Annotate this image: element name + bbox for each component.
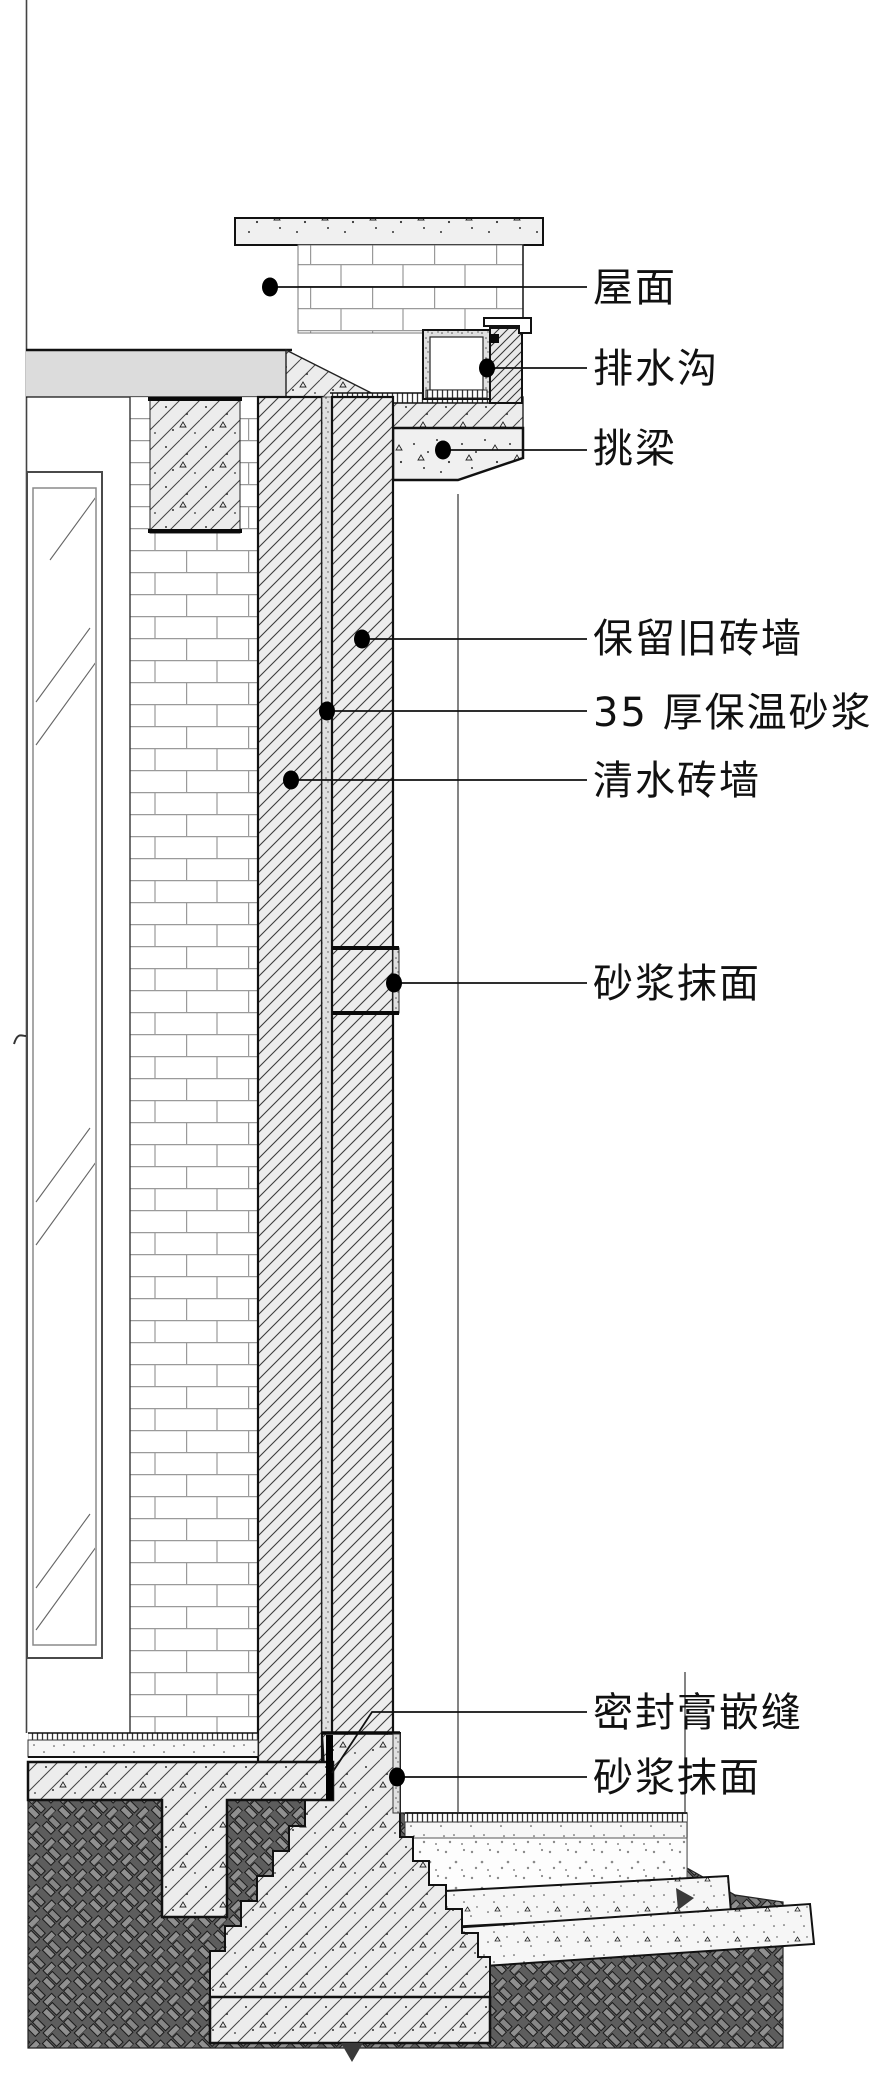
label-sealant-joint: 密封膏嵌缝 — [593, 1690, 803, 1736]
gutter-bottom-screed — [425, 389, 488, 399]
cantilever-beam-shape — [391, 426, 525, 482]
dot-fair-faced-brick-wall — [283, 770, 299, 790]
footing-pad — [208, 1995, 492, 2045]
exterior-bedding-layer — [404, 1821, 688, 1839]
inner-brick-pier — [130, 397, 258, 1733]
fair-faced-brick-wall-layer — [256, 395, 324, 1764]
roof-deck-slab-band — [234, 217, 544, 246]
dot-mortar-plaster-upper — [386, 973, 402, 993]
dot-old-brick-wall — [354, 629, 370, 649]
dot-mortar-plaster-lower — [389, 1767, 405, 1787]
gutter-cap-flashing — [483, 317, 532, 334]
insulation-mortar-layer — [321, 396, 333, 1736]
label-mortar-plaster-lower: 砂浆抹面 — [593, 1755, 761, 1801]
exterior-surface-strip — [405, 1813, 687, 1822]
dot-roof — [262, 277, 278, 297]
window-inner-frame — [32, 487, 97, 1646]
gutter-anchor-block — [489, 334, 499, 343]
gutter-channel — [429, 336, 484, 391]
dot-gutter — [479, 358, 495, 378]
gutter-outer-wall — [489, 327, 523, 404]
exterior-ground-layers — [404, 1812, 816, 1970]
label-preserved-old-brick-wall: 保留旧砖墙 — [593, 616, 803, 662]
label-insulation-mortar: 35 厚保温砂浆 — [593, 690, 873, 736]
window — [26, 471, 103, 1659]
ground-break-mark — [676, 1888, 694, 1910]
label-gutter: 排水沟 — [593, 346, 719, 392]
label-fair-faced-brick-wall: 清水砖墙 — [593, 758, 761, 804]
dot-cantilever-beam — [435, 440, 451, 460]
ceiling-slab-band — [26, 348, 292, 398]
wall-section-layers — [129, 395, 400, 1764]
gutter-assembly — [422, 317, 532, 404]
leader-dots — [262, 277, 495, 1787]
label-roof: 屋面 — [593, 265, 677, 311]
label-cantilever-beam: 挑梁 — [593, 426, 677, 472]
window-glass-marks — [35, 497, 95, 1631]
old-brick-wall-layer — [330, 395, 395, 1735]
embedded-beam-block — [148, 397, 242, 534]
footing-break-mark — [341, 2043, 363, 2062]
leader-sealant-joint — [331, 1711, 587, 1774]
foundation-zone — [26, 1731, 816, 2062]
leader-lines — [270, 286, 587, 1778]
interior-floor-finish — [27, 1732, 259, 1758]
dot-insulation-mortar — [319, 701, 335, 721]
sealant-joint-bar — [326, 1735, 333, 1800]
label-mortar-plaster-upper: 砂浆抹面 — [593, 961, 761, 1007]
annotation-labels: 屋面 排水沟 挑梁 保留旧砖墙 35 厚保温砂浆 清水砖墙 砂浆抹面 密封膏嵌缝… — [593, 265, 873, 1801]
